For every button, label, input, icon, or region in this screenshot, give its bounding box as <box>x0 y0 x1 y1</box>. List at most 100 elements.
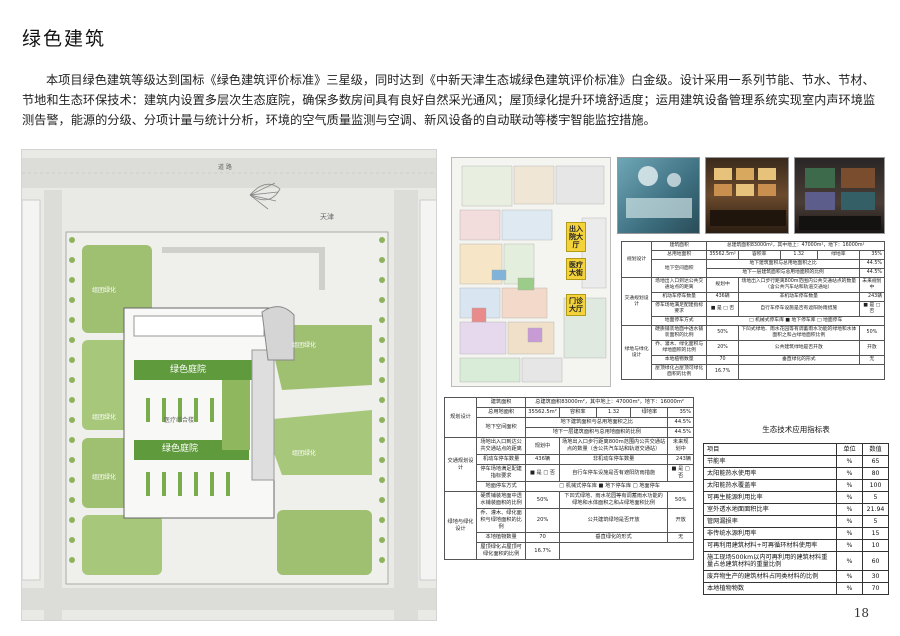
table-cell: 规划中 <box>525 437 560 455</box>
table-cell: 60 <box>862 551 889 571</box>
planning-table-lower: 规划设计 建筑面积 总建筑面积83000m²，其中地上：47000m²，地下：1… <box>444 397 695 560</box>
table-cell: 15 <box>862 527 889 540</box>
table-cell: 室外透水地面面积比率 <box>703 503 837 516</box>
table-cell: 场地出入口步行距离800m范围内公共交通站点的数量（含公共汽车站和轨道交通站） <box>737 277 860 293</box>
table-cell: 节能率 <box>703 455 837 468</box>
column-header: 数值 <box>862 443 889 456</box>
table-cell: 规划中 <box>706 277 739 293</box>
floor-plan: 出入院大厅 医疗大街 门诊大厅 <box>451 157 611 387</box>
table-row: 节能率%65 <box>703 455 889 468</box>
table-cell: 可再利用建筑材料+可再循环材料使用率 <box>703 539 837 552</box>
table-row: 室外透水地面面积比率%21.94 <box>703 503 889 516</box>
table-cell: 机动车停车数量 <box>650 292 708 302</box>
table-cell: % <box>836 455 863 468</box>
operating-room-photo <box>617 157 700 234</box>
table-row: 本地植物物数%70 <box>703 582 889 595</box>
hall-label: 医疗综合楼 <box>164 417 195 424</box>
table-cell: % <box>836 503 863 516</box>
table-cell: 30 <box>862 570 889 583</box>
table-cell: 10 <box>862 539 889 552</box>
table-row: 总用地面积 35562.5m² 容积率 1.32 绿地率 35% <box>622 250 886 260</box>
table-cell: 未来规划中 <box>858 277 886 293</box>
table-cell: 建筑面积 <box>650 241 708 251</box>
table-cell: 44.5% <box>858 259 886 269</box>
table-cell: 太阳能热水覆盖率 <box>703 479 837 492</box>
table-cell: % <box>836 491 863 504</box>
table-cell: 70 <box>525 532 560 543</box>
table-cell: 地面停车方式 <box>650 316 708 326</box>
table-cell: ■ 是 □ 否 <box>858 301 886 317</box>
table-row: 乔、灌木、绿化面积与绿地面积的比例 20% 公共建筑绿地是否开放 开放 <box>622 340 886 356</box>
table-cell: 公共建筑绿地是否开放 <box>737 340 860 356</box>
table-cell: 5 <box>862 491 889 504</box>
table-cell: 容积率 <box>558 407 597 418</box>
table-cell: 本地植物数量 <box>475 532 527 543</box>
table-row: 地面停车方式 □ 机械式停车库 ■ 地下停车库 □ 地面停车 <box>445 481 694 492</box>
intro-paragraph: 本项目绿色建筑等级达到国标《绿色建筑评价标准》三星级，同时达到《中新天津生态城绿… <box>22 73 876 127</box>
monitoring-photo <box>794 157 885 234</box>
table-cell: 垂直绿化的形式 <box>737 355 860 365</box>
table-cell: 绿地率 <box>816 250 860 260</box>
table-cell: 16.7% <box>706 364 739 380</box>
operating-room-image <box>626 166 692 218</box>
table-row: 非传统水源利用率%15 <box>703 527 889 540</box>
table-row: 总用地面积 35562.5m² 容积率 1.32 绿地率 35% <box>445 407 694 418</box>
table-row: 可再生能源利用比率%5 <box>703 491 889 504</box>
table-cell: 停车场地满足配建指标要求 <box>650 301 708 317</box>
green-label: 组团绿化 <box>92 414 117 421</box>
table-cell: 屋顶绿化占屋顶可绿化面积的比例 <box>475 542 527 560</box>
table-cell: 70 <box>862 582 889 595</box>
table-cell: 地下空间面积 <box>475 417 527 438</box>
table-cell: 35% <box>858 250 886 260</box>
table-cell: 绿地率 <box>630 407 669 418</box>
table-cell: 建筑面积 <box>475 397 527 408</box>
table-cell: 总建筑面积83000m²，其中地上：47000m²，地下：16000m² <box>706 241 885 251</box>
green-label: 组团绿化 <box>292 342 317 349</box>
table-row: 机动车停车数量 436辆 非机动车停车数量 243辆 <box>622 292 886 302</box>
table-row: 本地植物数量 70 垂直绿化的形式 无 <box>445 532 694 543</box>
table-cell: 44.5% <box>858 268 886 278</box>
table-row: 施工现场500km以内可再利用的建筑材料重量占总建筑材料的重量比例%60 <box>703 551 889 571</box>
table-cell: 公共建筑绿地是否开放 <box>558 508 669 533</box>
table-cell: 50% <box>525 491 560 509</box>
table-cell: 可再生能源利用比率 <box>703 491 837 504</box>
table-cell: 开放 <box>667 508 694 533</box>
table-cell: 管网漏损率 <box>703 515 837 528</box>
table-row: 规划设计 建筑面积 总建筑面积83000m²，其中地上：47000m²，地下：1… <box>444 397 694 438</box>
table-cell: 80 <box>862 467 889 480</box>
table-row: 太阳能热水使用率%80 <box>703 467 889 480</box>
table-cell: 436辆 <box>525 454 560 465</box>
table-row: 屋顶绿化占屋顶可绿化面积的比例 16.7% <box>445 542 695 560</box>
site-plan-drawing <box>22 150 436 620</box>
site-plan: 道 路 天津 绿色庭院 绿色庭院 医疗综合楼 组团绿化 组团绿化 组团绿化 组团… <box>21 149 437 621</box>
table-cell: % <box>836 479 863 492</box>
table-cell: 未来规划中 <box>667 437 694 455</box>
table-cell: ■ 是 □ 否 <box>706 301 739 317</box>
table-cell: 50% <box>667 491 694 509</box>
table-cell: 容积率 <box>737 250 781 260</box>
table-cell: 35562.5m² <box>525 407 560 418</box>
table-cell: □ 机械式停车库 ■ 地下停车库 □ 地面停车 <box>706 316 885 326</box>
table-cell: ■ 是 □ 否 <box>525 464 560 482</box>
table-header-row: 项目 单位 数值 <box>703 443 889 456</box>
table-row: 乔、灌木、绿化面积与绿地面积的比例 20% 公共建筑绿地是否开放 开放 <box>445 508 694 533</box>
control-room-photo <box>705 157 789 234</box>
table-row: 本地植物数量 70 垂直绿化的形式 无 <box>622 355 886 365</box>
table-cell: 下凹式绿地、雨水花园等有调蓄雨水功能的绿地和水体面积之和占绿地面积比例 <box>737 325 860 341</box>
table-row: 停车场地满足配建指标要求 ■ 是 □ 否 自行车停车设施是否有遮阳防雨措施 ■ … <box>622 301 886 317</box>
table-cell: 规划设计 <box>621 241 652 278</box>
table-cell: 44.5% <box>667 427 694 438</box>
table-cell: 35562.5m² <box>706 250 739 260</box>
table-cell: 本地植物数量 <box>650 355 708 365</box>
table-cell: 绿地与绿化设计 <box>621 325 652 380</box>
table-cell: 交通规划设计 <box>621 277 652 326</box>
table-row: 地下空间面积 地下建筑面积与总用地面积之比 44.5% <box>622 259 886 278</box>
table-cell: 规划设计 <box>444 397 477 438</box>
column-header: 单位 <box>836 443 863 456</box>
courtyard-label: 绿色庭院 <box>170 365 207 375</box>
table-cell: 100 <box>862 479 889 492</box>
table-cell: 机动车停车数量 <box>475 454 527 465</box>
table-row: 交通规划设计 场地出入口到达公共交通站点的距离 规划中 场地出入口步行距离800… <box>621 277 886 326</box>
